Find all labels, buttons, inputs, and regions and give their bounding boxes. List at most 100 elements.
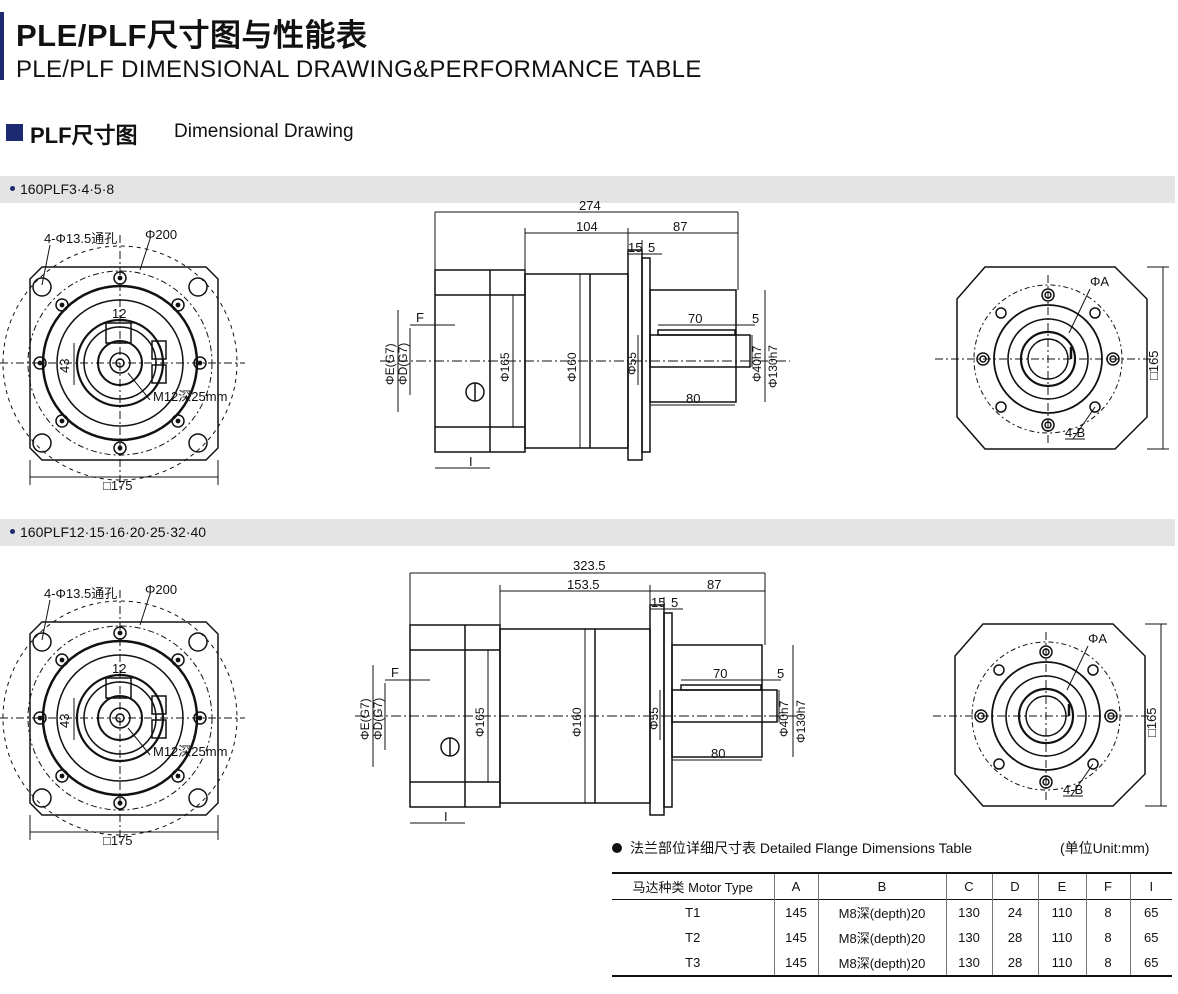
page-subtitle: PLE/PLF DIMENSIONAL DRAWING&PERFORMANCE …	[16, 56, 702, 83]
dim-f-label: F	[391, 665, 399, 680]
dim-d-label: ΦD(G7)	[371, 698, 385, 740]
dim-d-label: ΦD(G7)	[396, 343, 410, 385]
section-marker-icon	[6, 124, 23, 141]
col-header: B	[817, 873, 946, 900]
col-header: E	[1037, 873, 1086, 900]
total-length-label: 274	[579, 198, 601, 213]
col-header: F	[1085, 873, 1130, 900]
total-length-label: 323.5	[573, 558, 606, 573]
section-title-cn: PLF尺寸图	[30, 123, 138, 148]
rear-a-label: ΦA	[1090, 274, 1109, 289]
table-cell: 28	[991, 950, 1038, 976]
side-view-drawing-1: 274 104 87 15 5 70 5 80 F I ΦE(G7) ΦD(G7…	[380, 198, 790, 469]
table-cell: M8深(depth)20	[817, 925, 946, 950]
shaft-length-label: 80	[686, 391, 700, 406]
key-offset-label: 5	[777, 666, 784, 681]
model-label-2: 160PLF12·15·16·20·25·32·40	[10, 524, 206, 540]
bullet-icon	[10, 528, 15, 534]
col-header: C	[945, 873, 992, 900]
col-header: I	[1129, 873, 1172, 900]
rear-view-drawing-2: ΦA 4-B □165	[933, 623, 1167, 807]
table-cell: 65	[1129, 950, 1172, 976]
square-label: □175	[103, 833, 133, 848]
table-cell: 28	[991, 925, 1038, 950]
spigot-label: 5	[648, 240, 655, 255]
pcd-label: Φ200	[145, 227, 177, 242]
spigot-label: 5	[671, 595, 678, 610]
key-width-label: 12	[112, 661, 126, 676]
table-cell: 110	[1037, 950, 1086, 976]
table-cell: M8深(depth)20	[817, 950, 946, 976]
table-cell: 145	[773, 899, 818, 925]
rear-a-label: ΦA	[1088, 631, 1107, 646]
shoulder-diameter-label: Φ55	[647, 707, 661, 730]
table-cell: 8	[1085, 950, 1130, 976]
key-length-label: 70	[713, 666, 727, 681]
model-label-1: 160PLF3·4·5·8	[10, 181, 114, 197]
table-cell: 145	[773, 950, 818, 976]
table-cell: T2	[685, 930, 701, 945]
dim-e-label: ΦE(G7)	[358, 698, 372, 740]
length-b-label: 87	[707, 577, 721, 592]
table-cell: 8	[1085, 925, 1130, 950]
table-row: T1 145 M8深(depth)20 130 24 110 8 65	[612, 899, 1172, 925]
table-cell: 145	[773, 925, 818, 950]
dim-f-label: F	[416, 310, 424, 325]
length-a-label: 104	[576, 219, 598, 234]
header-accent-bar	[0, 12, 4, 80]
table-header-row: 马达种类 Motor Type A B C D E F I	[612, 873, 1172, 900]
table-cell: 65	[1129, 899, 1172, 925]
shaft-diameter-label: Φ40h7	[777, 700, 791, 737]
dim-e-label: ΦE(G7)	[383, 343, 397, 385]
model-band-2: 160PLF12·15·16·20·25·32·40	[0, 519, 1175, 546]
table-cell: 65	[1129, 925, 1172, 950]
table-caption: 法兰部位详细尺寸表 Detailed Flange Dimensions Tab…	[612, 838, 972, 858]
thread-label: M12深25mm	[153, 744, 227, 759]
square-label: □175	[103, 478, 133, 493]
bullet-icon	[10, 185, 15, 191]
col-header: D	[991, 873, 1038, 900]
key-offset-label: 5	[752, 311, 759, 326]
rear-b-label: 4-B	[1063, 782, 1083, 797]
length-a-label: 153.5	[567, 577, 600, 592]
bullet-icon	[612, 843, 622, 854]
holes-callout: 4-Φ13.5通孔	[44, 586, 117, 601]
body-diameter-2-label: Φ160	[570, 707, 584, 737]
side-view-drawing-2: 323.5 153.5 87 15 5 70 5 80 F I ΦE(G7) Φ…	[355, 558, 808, 824]
rear-b-label: 4-B	[1065, 425, 1085, 440]
body-diameter-1-label: Φ165	[473, 707, 487, 737]
shaft-diameter-label: Φ40h7	[750, 345, 764, 382]
table-row: T3 145 M8深(depth)20 130 28 110 8 65	[612, 950, 1172, 976]
shoulder-diameter-label: Φ55	[625, 352, 639, 375]
pilot-diameter-label: Φ130h7	[766, 345, 780, 388]
table-cell: 8	[1085, 899, 1130, 925]
dim-i-label: I	[469, 454, 473, 469]
rear-square-label: □165	[1146, 350, 1161, 380]
shaft-length-label: 80	[711, 746, 725, 761]
table-cell: 110	[1037, 925, 1086, 950]
model-band-1: 160PLF3·4·5·8	[0, 176, 1175, 203]
length-b-label: 87	[673, 219, 687, 234]
flange-thickness-label: 15	[628, 240, 642, 255]
table-cell: T3	[685, 955, 701, 970]
flange-dimensions-table: 马达种类 Motor Type A B C D E F I T1 145 M8深…	[612, 872, 1172, 977]
holes-callout: 4-Φ13.5通孔	[44, 231, 117, 246]
body-diameter-2-label: Φ160	[565, 352, 579, 382]
table-cell: 130	[945, 950, 992, 976]
key-length-label: 70	[688, 311, 702, 326]
col-header: 马达种类 Motor Type	[632, 880, 753, 895]
table-row: T2 145 M8深(depth)20 130 28 110 8 65	[612, 925, 1172, 950]
front-view-drawing-1: 4-Φ13.5通孔 Φ200 12 43 M12深25mm □175	[0, 227, 245, 493]
table-cell: M8深(depth)20	[817, 899, 946, 925]
key-height-label: 43	[57, 714, 72, 728]
table-unit: (单位Unit:mm)	[1060, 840, 1150, 856]
table-cell: 24	[991, 899, 1038, 925]
rear-view-drawing-1: ΦA 4-B □165	[935, 266, 1169, 450]
table-cell: 130	[945, 899, 992, 925]
dim-i-label: I	[444, 809, 448, 824]
rear-square-label: □165	[1144, 707, 1159, 737]
flange-thickness-label: 15	[651, 595, 665, 610]
thread-label: M12深25mm	[153, 389, 227, 404]
key-width-label: 12	[112, 306, 126, 321]
pcd-label: Φ200	[145, 582, 177, 597]
